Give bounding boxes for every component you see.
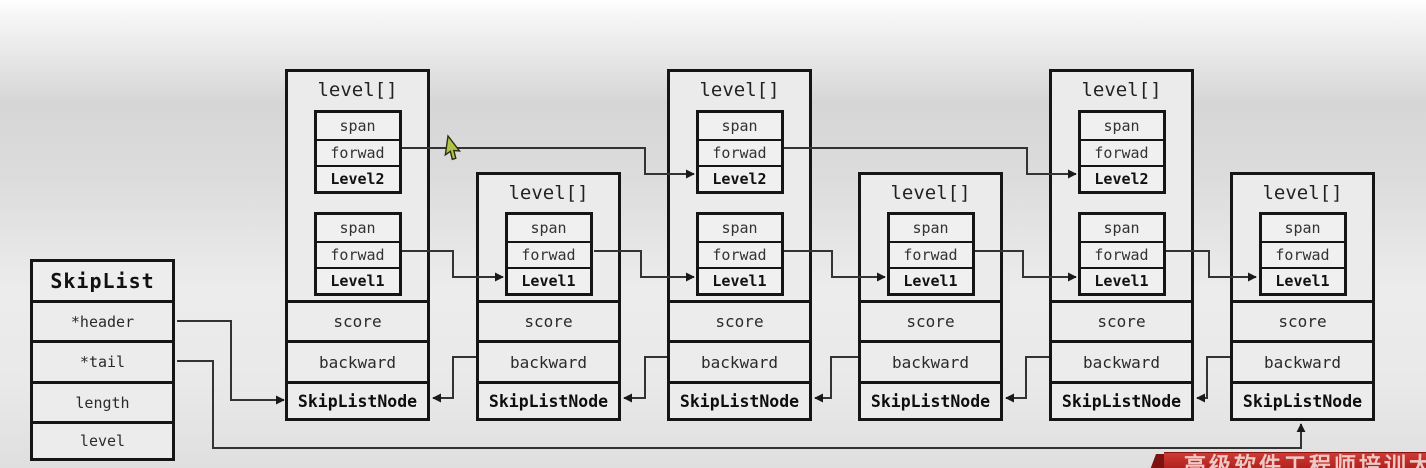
- span-field: span: [339, 117, 376, 135]
- level-name: Level1: [507, 267, 590, 293]
- level-array-label: level[]: [1081, 79, 1162, 101]
- level1-entry: span forwad Level1: [313, 212, 402, 296]
- field-length: length: [33, 381, 172, 421]
- backward-arrow-n6-n5: [1196, 356, 1230, 403]
- span-field: span: [530, 219, 567, 237]
- skiplistnode-3: level[] span forwad Level2 span forwad L…: [667, 69, 812, 421]
- span-field: span: [1103, 117, 1140, 135]
- level1-entry: span forwad Level1: [886, 212, 975, 296]
- forward-field: forwad: [698, 139, 781, 165]
- level1-entry: span forwad Level1: [1077, 212, 1166, 296]
- skiplistnode-1: level[] span forwad Level2 span forwad L…: [285, 69, 430, 421]
- level1-entry: span forwad Level1: [695, 212, 784, 296]
- ribbon-body: [1164, 452, 1426, 468]
- header-pointer-arrow: [177, 320, 285, 405]
- score-field: score: [288, 300, 427, 340]
- forward-field: forwad: [1080, 241, 1163, 267]
- score-field: score: [479, 300, 618, 340]
- backward-field: backward: [288, 340, 427, 381]
- level-array-label: level[]: [508, 182, 589, 204]
- level2-entry: span forwad Level2: [695, 110, 784, 194]
- node-type-label: SkipListNode: [861, 381, 1000, 418]
- forward-field: forwad: [1080, 139, 1163, 165]
- mouse-cursor-icon: [444, 134, 462, 161]
- node-type-label: SkipListNode: [670, 381, 809, 418]
- field-header-pointer: *header: [33, 300, 172, 340]
- backward-arrow-n4-n3: [814, 356, 858, 403]
- level-array-label: level[]: [317, 79, 398, 101]
- skiplist-title: SkipList: [50, 269, 155, 293]
- backward-arrow-n2-n1: [432, 356, 476, 403]
- span-field: span: [912, 219, 949, 237]
- level2-entry: span forwad Level2: [1077, 110, 1166, 194]
- score-field: score: [861, 300, 1000, 340]
- level-name: Level1: [698, 267, 781, 293]
- score-field: score: [670, 300, 809, 340]
- skiplistnode-5: level[] span forwad Level2 span forwad L…: [1049, 69, 1194, 421]
- span-field: span: [721, 219, 758, 237]
- skiplistnode-2: level[] span forwad Level1 score backwar…: [476, 172, 621, 421]
- level-name: Level1: [889, 267, 972, 293]
- node-type-label: SkipListNode: [1052, 381, 1191, 418]
- level-array-label: level[]: [890, 182, 971, 204]
- backward-field: backward: [670, 340, 809, 381]
- backward-arrow-n3-n2: [623, 356, 667, 403]
- skiplist-struct-box: SkipList *header *tail length level: [30, 259, 175, 461]
- span-field: span: [1103, 219, 1140, 237]
- forward-field: forwad: [507, 241, 590, 267]
- level-name: Level2: [1080, 165, 1163, 191]
- field-tail-pointer: *tail: [33, 340, 172, 381]
- level1-entry: span forwad Level1: [504, 212, 593, 296]
- forward-field: forwad: [1261, 241, 1344, 267]
- watermark-banner: 高级软件工程师培训大厂: [1150, 451, 1426, 468]
- score-field: score: [1233, 300, 1372, 340]
- backward-arrow-n5-n4: [1005, 356, 1049, 403]
- backward-field: backward: [479, 340, 618, 381]
- node-type-label: SkipListNode: [288, 381, 427, 418]
- level-name: Level1: [1261, 267, 1344, 293]
- level-name: Level1: [1080, 267, 1163, 293]
- score-field: score: [1052, 300, 1191, 340]
- forward-arrow-level2-n1-n3: [402, 147, 695, 179]
- forward-field: forwad: [698, 241, 781, 267]
- level1-entry: span forwad Level1: [1258, 212, 1347, 296]
- forward-field: forwad: [316, 139, 399, 165]
- node-type-label: SkipListNode: [1233, 381, 1372, 418]
- backward-field: backward: [1233, 340, 1372, 381]
- skiplistnode-6: level[] span forwad Level1 score backwar…: [1230, 172, 1375, 421]
- level-name: Level2: [698, 165, 781, 191]
- span-field: span: [1284, 219, 1321, 237]
- level-name: Level2: [316, 165, 399, 191]
- backward-field: backward: [1052, 340, 1191, 381]
- level2-entry: span forwad Level2: [313, 110, 402, 194]
- forward-field: forwad: [316, 241, 399, 267]
- level-array-label: level[]: [699, 79, 780, 101]
- field-level: level: [33, 421, 172, 458]
- forward-field: forwad: [889, 241, 972, 267]
- backward-field: backward: [861, 340, 1000, 381]
- banner-text: 高级软件工程师培训大厂: [1184, 454, 1426, 468]
- forward-arrow-level2-n3-n5: [784, 147, 1077, 179]
- level-name: Level1: [316, 267, 399, 293]
- span-field: span: [339, 219, 376, 237]
- span-field: span: [721, 117, 758, 135]
- node-type-label: SkipListNode: [479, 381, 618, 418]
- skiplistnode-4: level[] span forwad Level1 score backwar…: [858, 172, 1003, 421]
- level-array-label: level[]: [1262, 182, 1343, 204]
